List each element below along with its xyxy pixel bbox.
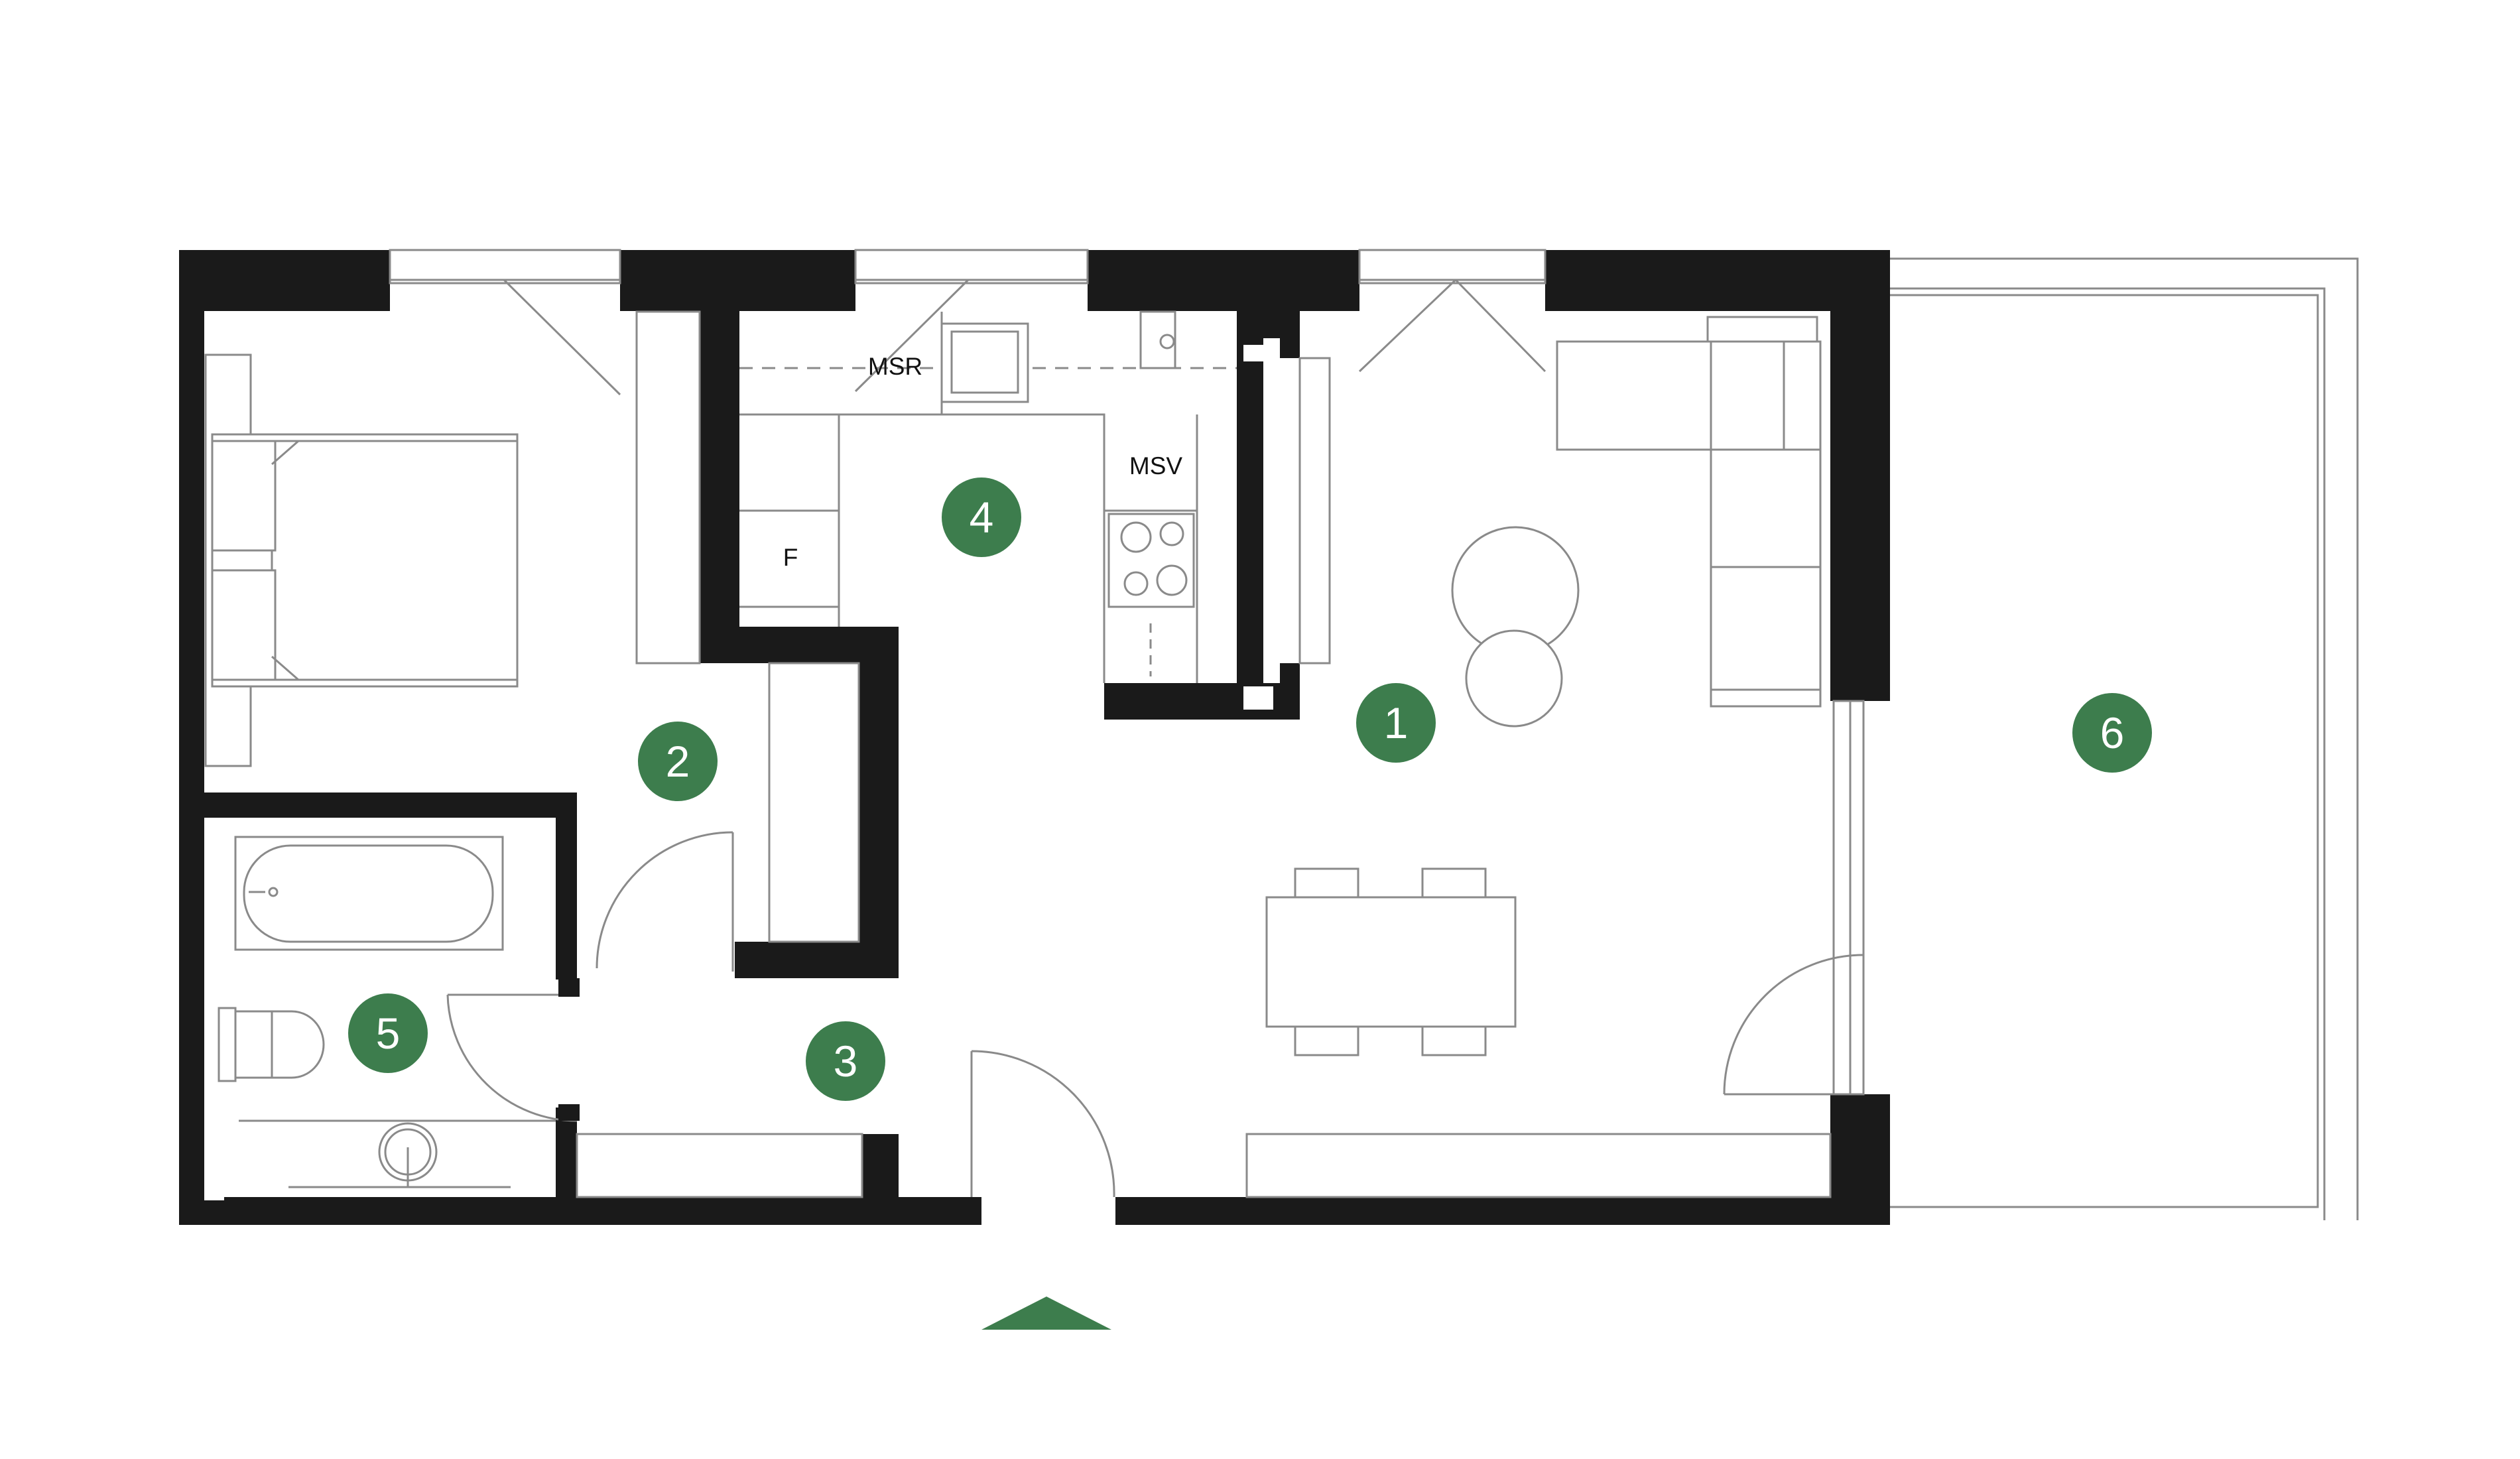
room-marker-6: 6 bbox=[2072, 693, 2152, 773]
room-number-3: 3 bbox=[834, 1037, 858, 1086]
living-furniture bbox=[1245, 316, 1832, 1198]
label-washing-machine: MSV bbox=[1129, 452, 1183, 479]
entrance-arrow-icon bbox=[981, 1297, 1111, 1330]
label-fridge: F bbox=[783, 544, 798, 571]
room-number-2: 2 bbox=[666, 737, 690, 786]
terrace-outline bbox=[1890, 257, 2359, 1220]
room-marker-2: 2 bbox=[638, 722, 718, 801]
exterior-walls bbox=[179, 250, 1890, 1225]
doors bbox=[446, 831, 1115, 1198]
bathroom-fixtures bbox=[218, 836, 556, 1188]
window-bedroom bbox=[389, 249, 621, 396]
hallway-furniture bbox=[576, 1133, 863, 1198]
bedroom-furniture bbox=[204, 310, 701, 767]
room-number-6: 6 bbox=[2100, 708, 2125, 757]
room-number-1: 1 bbox=[1384, 698, 1409, 747]
room-marker-5: 5 bbox=[348, 993, 428, 1073]
window-kitchen bbox=[854, 249, 1089, 393]
terrace-door bbox=[1723, 700, 1865, 1096]
room-marker-1: 1 bbox=[1356, 683, 1436, 763]
window-living bbox=[1358, 249, 1546, 373]
label-dishwasher: MSR bbox=[868, 353, 922, 380]
room-number-5: 5 bbox=[376, 1009, 401, 1058]
room-number-4: 4 bbox=[970, 493, 994, 542]
room-marker-4: 4 bbox=[942, 477, 1021, 557]
door-jambs bbox=[558, 942, 749, 1121]
room-marker-3: 3 bbox=[806, 1021, 885, 1101]
